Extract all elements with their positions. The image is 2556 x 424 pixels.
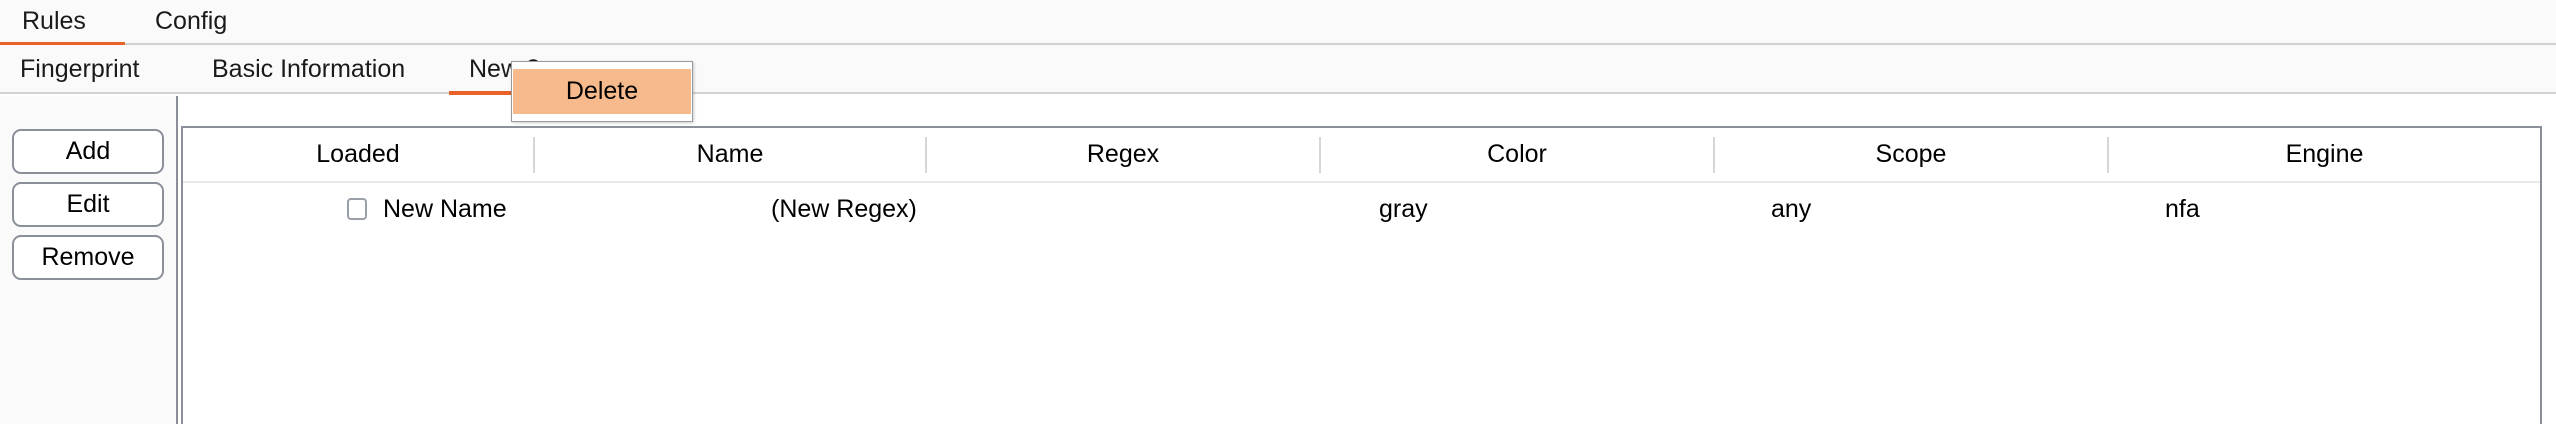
- column-separator[interactable]: [1319, 137, 1321, 173]
- row-cell-regex: (New Regex): [771, 195, 917, 223]
- tab-rules-active-indicator: [0, 42, 125, 46]
- row-cell-engine: nfa: [2165, 195, 2200, 223]
- column-header-name[interactable]: Name: [696, 140, 764, 168]
- rules-table-empty-area[interactable]: [183, 235, 2540, 424]
- primary-tab-bar-divider: [0, 43, 2556, 45]
- tab-rules[interactable]: Rules: [22, 7, 86, 35]
- row-cell-color: gray: [1379, 195, 1428, 223]
- row-cell-scope: any: [1771, 195, 1812, 223]
- primary-tab-bar: [0, 0, 2556, 45]
- tab-context-menu: Delete: [511, 61, 693, 122]
- add-button[interactable]: Add: [12, 129, 164, 174]
- rules-table-header: Loaded Name Regex Color Scope Engine: [183, 128, 2540, 183]
- column-header-regex[interactable]: Regex: [1086, 140, 1160, 168]
- rules-table: Loaded Name Regex Color Scope Engine New…: [181, 126, 2542, 424]
- column-header-engine[interactable]: Engine: [2285, 140, 2364, 168]
- secondary-tab-bar-divider: [0, 92, 2556, 94]
- column-separator[interactable]: [925, 137, 927, 173]
- column-header-color[interactable]: Color: [1487, 140, 1547, 168]
- column-separator[interactable]: [2107, 137, 2109, 173]
- secondary-tab-bar: [0, 45, 2556, 94]
- remove-button[interactable]: Remove: [12, 235, 164, 280]
- rule-actions-sidebar: Add Edit Remove: [0, 96, 178, 424]
- column-header-loaded[interactable]: Loaded: [316, 140, 400, 168]
- context-menu-item-delete[interactable]: Delete: [513, 69, 691, 114]
- column-header-scope[interactable]: Scope: [1875, 140, 1947, 168]
- tab-basic-information[interactable]: Basic Information: [212, 55, 406, 83]
- row-cell-name: New Name: [383, 195, 507, 223]
- tab-config[interactable]: Config: [155, 7, 228, 35]
- column-separator[interactable]: [1713, 137, 1715, 173]
- column-separator[interactable]: [533, 137, 535, 173]
- row-loaded-checkbox[interactable]: [347, 198, 367, 220]
- tab-fingerprint[interactable]: Fingerprint: [20, 55, 140, 83]
- table-row[interactable]: New Name (New Regex) gray any nfa: [183, 183, 2540, 235]
- edit-button[interactable]: Edit: [12, 182, 164, 227]
